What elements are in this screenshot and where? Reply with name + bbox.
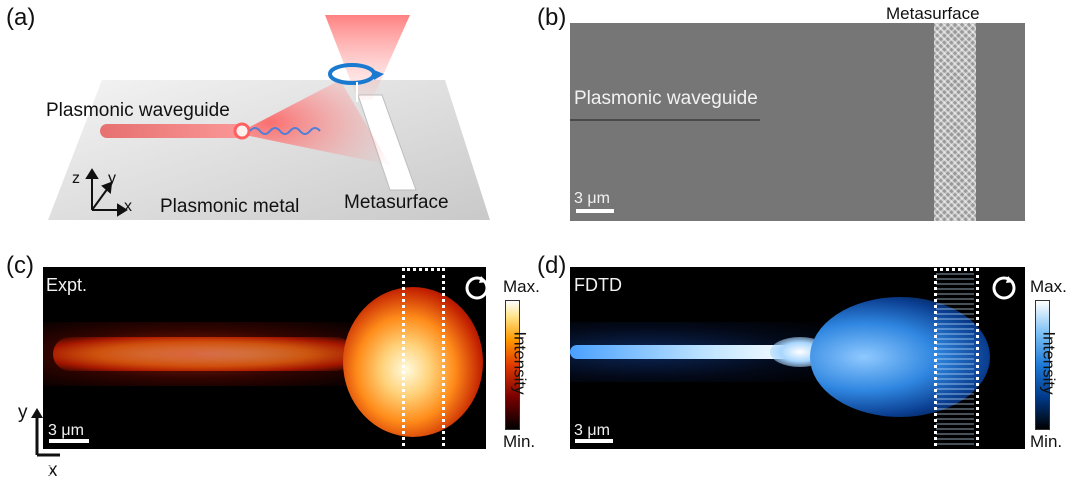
waveguide-bar <box>100 124 245 138</box>
axis-y-label: y <box>108 170 116 187</box>
sem-image <box>570 23 1025 221</box>
colorbar-c-min: Min. <box>503 432 536 451</box>
panel-a-label: (a) <box>6 4 36 31</box>
expt-label: Expt. <box>46 275 88 295</box>
watermark: 大数跨境 <box>36 460 108 481</box>
rotation-arrowhead <box>374 70 384 80</box>
axis-x-label-c: x <box>48 460 58 481</box>
metasurface-label-b: Metasurface <box>886 4 980 23</box>
colorbar-c-title: Intensity <box>510 331 530 395</box>
sem-scale-bar-label: 3 μm <box>574 190 610 207</box>
colorbar-c <box>505 300 520 430</box>
axis-x-label: x <box>124 198 132 215</box>
beam-cone <box>240 80 390 165</box>
panel-c-label: (c) <box>6 252 34 279</box>
metasurface-box-d <box>934 268 979 449</box>
outgoing-beam <box>325 15 410 100</box>
metasurface-pattern <box>934 23 976 221</box>
scale-bar-label-c: 3 μm <box>48 422 84 439</box>
scale-bar-d <box>575 439 613 443</box>
wave-line <box>249 127 321 135</box>
colorbar-d-max: Max. <box>1030 277 1067 296</box>
circular-polarization-icon-d <box>992 276 1016 300</box>
circular-polarization-icon-c <box>465 276 489 300</box>
panel-d-label: (d) <box>537 252 567 279</box>
panel-a-schematic <box>48 15 490 220</box>
experiment-intensity-map <box>43 267 486 449</box>
axis-y-label-c: y <box>18 402 28 423</box>
axes-icon-c <box>31 408 60 457</box>
colorbar-d-min: Min. <box>1030 432 1063 451</box>
sem-scale-bar <box>576 209 614 213</box>
scale-bar-label-d: 3 μm <box>574 422 610 439</box>
waveguide-label: Plasmonic waveguide <box>46 100 230 121</box>
axis-z-label: z <box>72 170 80 187</box>
metasurface-label-a: Metasurface <box>344 192 449 213</box>
plasmonic-metal-label: Plasmonic metal <box>160 196 300 217</box>
colorbar-d <box>1035 300 1050 430</box>
axes-icon <box>85 168 128 217</box>
colorbar-d-title: Intensity <box>1039 331 1059 395</box>
panel-b-label: (b) <box>537 4 567 31</box>
scale-bar-c <box>49 439 89 443</box>
sem-waveguide-label: Plasmonic waveguide <box>574 88 758 109</box>
colorbar-c-max: Max. <box>503 277 540 296</box>
sem-waveguide-line <box>570 119 760 121</box>
fdtd-intensity-map <box>570 267 1025 449</box>
waveguide-tip <box>233 122 251 140</box>
metasurface-box-c <box>402 268 445 449</box>
fdtd-label: FDTD <box>574 275 622 295</box>
